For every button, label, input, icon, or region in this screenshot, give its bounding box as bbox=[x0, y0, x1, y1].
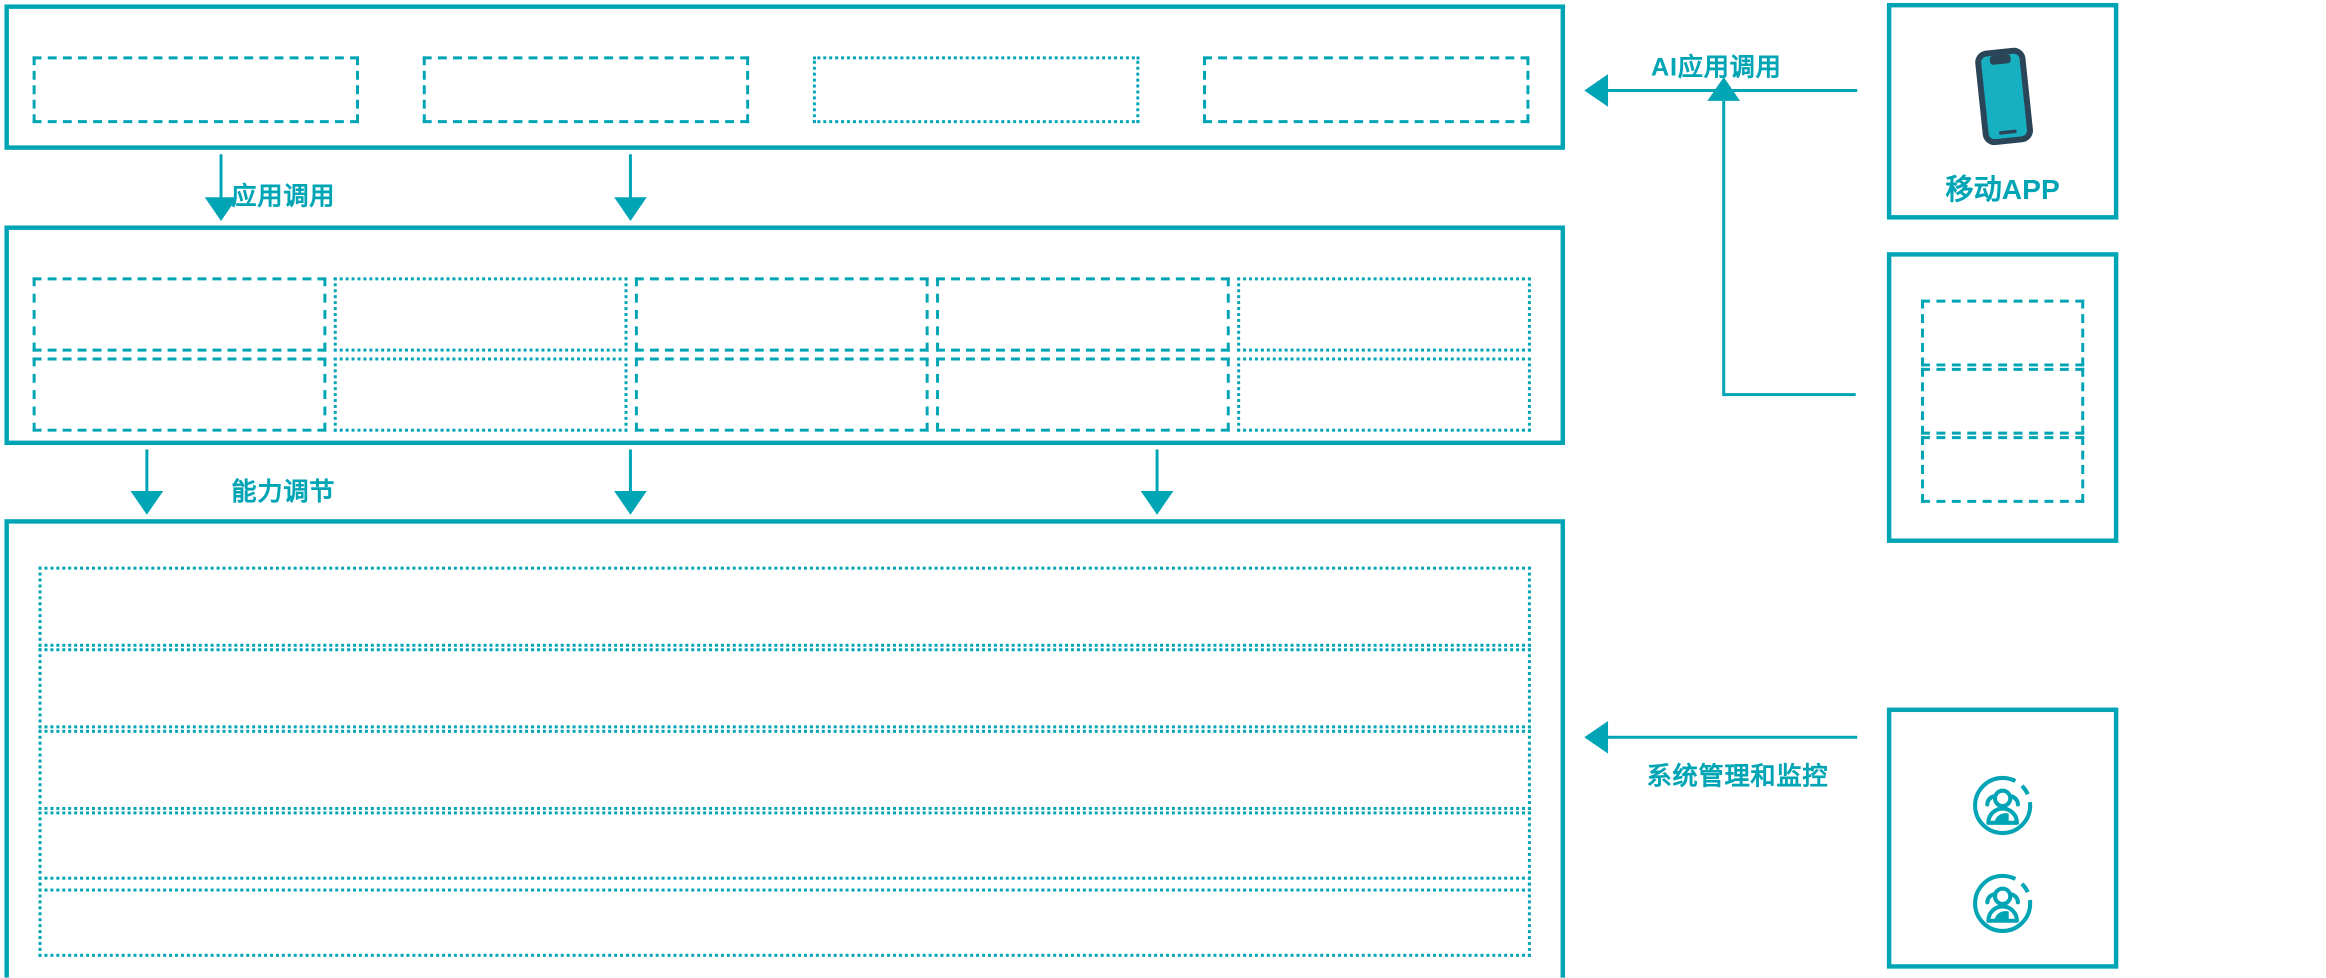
infrastructure-layer-panel[interactable] bbox=[4, 519, 1566, 978]
connector-left-sys-monitor-line bbox=[1602, 735, 1858, 739]
edge-label-sys-mgmt-monitor: 系统管理和监控 bbox=[1646, 762, 1829, 791]
capability-cell[interactable] bbox=[333, 277, 628, 352]
connector-up-ai-invoke-stem bbox=[1722, 100, 1726, 395]
capability-cell[interactable] bbox=[1237, 357, 1531, 432]
users-group-icon bbox=[1970, 773, 2035, 838]
mobile-app-panel[interactable] bbox=[1886, 2, 2119, 220]
client-list-cell[interactable] bbox=[1921, 367, 2085, 435]
connector-down-cap-3 bbox=[1155, 449, 1159, 499]
client-list-cell[interactable] bbox=[1921, 436, 2085, 503]
connector-down-cap-1-head bbox=[130, 491, 164, 515]
capability-cell[interactable] bbox=[634, 357, 929, 432]
application-cell[interactable] bbox=[1203, 56, 1530, 124]
infrastructure-cell[interactable] bbox=[38, 648, 1531, 729]
connector-left-sys-monitor-head bbox=[1584, 720, 1609, 754]
edge-label-app-invoke: 应用调用 bbox=[231, 182, 336, 211]
edge-label-ai-app-invoke: AI应用调用 bbox=[1651, 53, 1782, 82]
infrastructure-cell[interactable] bbox=[38, 729, 1531, 810]
connector-down-cap-3-head bbox=[1140, 491, 1174, 515]
capability-layer-panel[interactable] bbox=[4, 225, 1566, 446]
operations-panel[interactable] bbox=[1886, 707, 2119, 969]
capability-cell[interactable] bbox=[32, 277, 327, 352]
connector-left-ai-invoke-head bbox=[1584, 74, 1609, 107]
connector-down-app-1 bbox=[219, 154, 223, 205]
capability-cell[interactable] bbox=[333, 357, 628, 432]
connector-up-ai-invoke-elbow bbox=[1722, 393, 1856, 397]
users-group-icon bbox=[1970, 871, 2035, 936]
mobile-app-panel-label: 移动APP bbox=[1945, 175, 2060, 207]
connector-down-app-2-head bbox=[614, 197, 647, 222]
infrastructure-cell[interactable] bbox=[38, 566, 1531, 647]
smartphone-icon bbox=[1973, 47, 2035, 146]
application-cell[interactable] bbox=[812, 56, 1140, 124]
connector-down-cap-2 bbox=[628, 449, 632, 499]
capability-cell[interactable] bbox=[936, 357, 1230, 432]
capability-cell[interactable] bbox=[634, 277, 929, 352]
application-cell[interactable] bbox=[32, 56, 359, 124]
edge-label-capability-adjust: 能力调节 bbox=[231, 477, 336, 506]
connector-down-app-1-head bbox=[204, 197, 238, 222]
capability-cell[interactable] bbox=[32, 357, 327, 432]
connector-down-cap-1 bbox=[145, 449, 149, 499]
capability-cell[interactable] bbox=[1237, 277, 1531, 352]
infrastructure-cell[interactable] bbox=[38, 811, 1531, 892]
connector-up-ai-invoke-head bbox=[1707, 77, 1741, 101]
client-list-cell[interactable] bbox=[1921, 299, 2085, 367]
connector-down-app-2 bbox=[628, 154, 632, 205]
application-layer-panel[interactable] bbox=[4, 4, 1566, 150]
connector-down-cap-2-head bbox=[614, 491, 647, 515]
capability-cell[interactable] bbox=[936, 277, 1230, 352]
application-cell[interactable] bbox=[422, 56, 750, 124]
infrastructure-cell[interactable] bbox=[38, 876, 1531, 957]
